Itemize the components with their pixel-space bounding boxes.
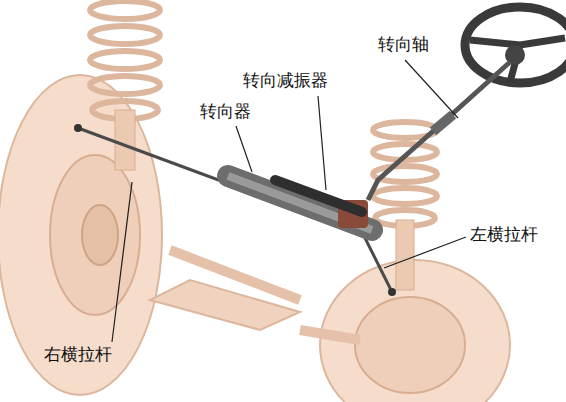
ball-joint (74, 124, 82, 132)
drive-shaft (170, 250, 300, 300)
strut (115, 110, 135, 170)
part-label: 左横拉杆 (470, 224, 538, 244)
brake-disc (355, 297, 465, 393)
steering-rack (228, 176, 372, 230)
drive-shaft (300, 330, 360, 340)
part-label: 右横拉杆 (44, 344, 112, 364)
steering-rack-highlight (228, 176, 372, 230)
shaft-joint (430, 111, 456, 135)
steering-wheel (465, 7, 566, 83)
part-label: 转向轴 (378, 34, 429, 54)
part-label: 转向减振器 (243, 70, 328, 90)
ball-joint (388, 288, 396, 296)
hub (82, 205, 118, 265)
part-label: 转向器 (200, 101, 251, 121)
steering-shaft (368, 62, 510, 200)
tie-rod (362, 232, 392, 292)
brake-disc (50, 155, 140, 315)
coil-spring (90, 1, 160, 119)
wheel (0, 75, 162, 395)
leader-lines (112, 60, 466, 342)
wheel (320, 260, 510, 402)
steering-wheel-spokes (470, 38, 565, 82)
strut (396, 220, 414, 290)
steering-damper (275, 180, 362, 212)
tie-rod (78, 128, 232, 185)
